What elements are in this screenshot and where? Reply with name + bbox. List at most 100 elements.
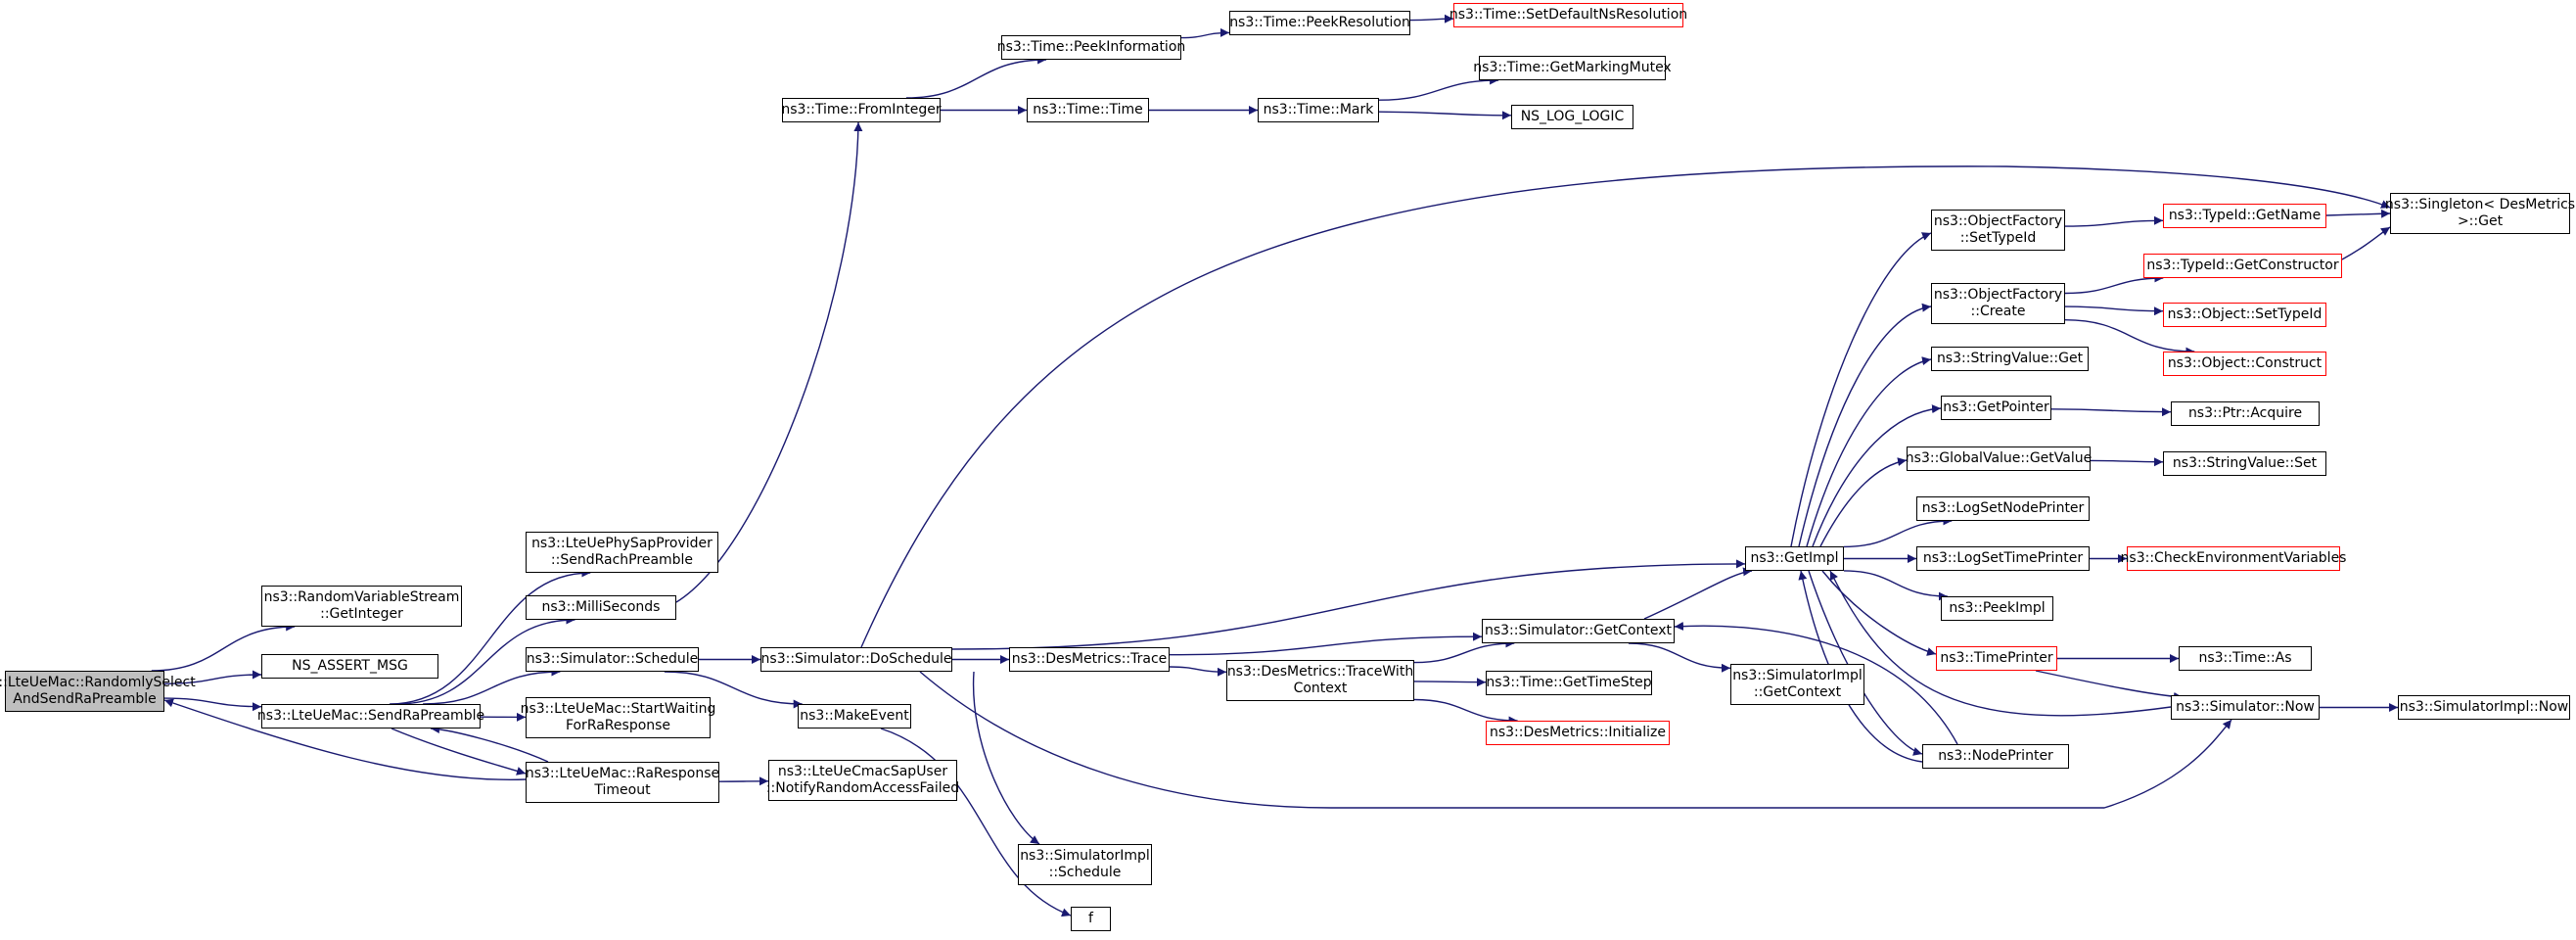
node-sendrach[interactable]: ns3::LteUePhySapProvider::SendRachPreamb… xyxy=(526,532,718,573)
node-time_mark[interactable]: ns3::Time::Mark xyxy=(1258,98,1379,122)
node-setdefns[interactable]: ns3::Time::SetDefaultNsResolution xyxy=(1449,3,1687,27)
node-typeid_getctor[interactable]: ns3::TypeId::GetConstructor xyxy=(2143,254,2342,278)
node-label: Context xyxy=(1293,681,1348,696)
node-label: ns3::Time::As xyxy=(2198,650,2292,666)
node-dm_trace[interactable]: ns3::DesMetrics::Trace xyxy=(1009,647,1170,672)
node-peekinfo[interactable]: ns3::Time::PeekInformation xyxy=(997,35,1185,60)
node-notifyrafailed[interactable]: ns3::LteUeCmacSapUser::NotifyRandomAcces… xyxy=(765,760,960,801)
node-doschedule[interactable]: ns3::Simulator::DoSchedule xyxy=(760,647,952,672)
node-label: ns3::TypeId::GetConstructor xyxy=(2146,258,2339,273)
node-rvs_getint[interactable]: ns3::RandomVariableStream::GetInteger xyxy=(261,586,462,627)
node-sim_getcontext[interactable]: ns3::Simulator::GetContext xyxy=(1482,619,1675,643)
node-label: ns3::TimePrinter xyxy=(1940,650,2053,666)
node-label: ns3::StringValue::Set xyxy=(2172,455,2318,471)
node-label: ns3::CheckEnvironmentVariables xyxy=(2120,550,2347,566)
node-time_time[interactable]: ns3::Time::Time xyxy=(1027,98,1149,122)
call-edge-dm_trace-to-sim_getcontext xyxy=(1169,632,1483,656)
call-edge-dm_trace-to-dm_tracewith xyxy=(1169,666,1227,677)
node-ns_assert_msg[interactable]: NS_ASSERT_MSG xyxy=(261,654,438,679)
node-label: ::SendRachPreamble xyxy=(550,552,694,568)
node-markingmutex[interactable]: ns3::Time::GetMarkingMutex xyxy=(1473,56,1672,80)
node-logsetnode[interactable]: ns3::LogSetNodePrinter xyxy=(1916,496,2090,521)
node-typeid_getname[interactable]: ns3::TypeId::GetName xyxy=(2163,204,2326,228)
node-sv_get[interactable]: ns3::StringValue::Get xyxy=(1931,347,2089,371)
call-edge-dm_tracewith-to-dm_init xyxy=(1413,698,1518,726)
node-sv_set[interactable]: ns3::StringValue::Set xyxy=(2163,451,2326,476)
call-edge-of_create-to-obj_construct xyxy=(2064,319,2195,356)
node-simimpl_getcontext[interactable]: ns3::SimulatorImpl::GetContext xyxy=(1730,664,1864,705)
node-milliseconds[interactable]: ns3::MilliSeconds xyxy=(526,595,676,620)
call-edge-peekinfo-to-peekres xyxy=(1180,27,1230,39)
node-getimpl[interactable]: ns3::GetImpl xyxy=(1745,546,1844,571)
node-peekimpl[interactable]: ns3::PeekImpl xyxy=(1941,596,2053,621)
node-label: ns3::MilliSeconds xyxy=(541,599,661,615)
call-edge-sim_getcontext-to-simimpl_getcontext xyxy=(1628,642,1731,673)
node-f[interactable]: f xyxy=(1071,907,1111,931)
node-label: ForRaResponse xyxy=(565,718,671,733)
node-label: ns3::DesMetrics::Trace xyxy=(1011,651,1168,667)
node-label: ::Create xyxy=(1970,304,2026,319)
node-checkenv[interactable]: ns3::CheckEnvironmentVariables xyxy=(2121,546,2346,571)
node-getpointer[interactable]: ns3::GetPointer xyxy=(1941,396,2051,420)
node-simimpl_schedule[interactable]: ns3::SimulatorImpl::Schedule xyxy=(1018,844,1152,885)
node-sim_schedule[interactable]: ns3::Simulator::Schedule xyxy=(526,647,699,672)
node-time_as[interactable]: ns3::Time::As xyxy=(2179,646,2312,671)
node-label: ns3::DesMetrics::Initialize xyxy=(1489,725,1667,740)
node-singleton_get[interactable]: ns3::Singleton< DesMetrics >::Get xyxy=(2385,193,2575,234)
node-simimpl_now[interactable]: ns3::SimulatorImpl::Now xyxy=(2398,695,2570,720)
call-edge-getimpl-to-sv_get xyxy=(1806,356,1932,547)
call-edge-doschedule-to-simimpl_schedule xyxy=(972,671,1040,845)
node-label: ns3::TypeId::GetName xyxy=(2168,208,2322,223)
call-edge-doschedule-to-singleton_get xyxy=(860,165,2391,648)
node-obj_settypeid[interactable]: ns3::Object::SetTypeId xyxy=(2163,303,2326,327)
call-edge-getimpl-to-nodeprinter xyxy=(1808,570,1923,756)
node-label: ns3::Time::Time xyxy=(1033,102,1143,118)
node-timeprinter[interactable]: ns3::TimePrinter xyxy=(1936,646,2057,671)
call-edge-sendrapreamble-to-milliseconds xyxy=(396,615,575,705)
node-obj_construct[interactable]: ns3::Object::Construct xyxy=(2163,352,2326,376)
call-edge-fromint-to-peekinfo xyxy=(905,55,1047,99)
node-label: NS_ASSERT_MSG xyxy=(292,658,408,674)
call-edge-of_create-to-obj_settypeid xyxy=(2064,306,2164,316)
call-edge-of_settypeid-to-typeid_getname xyxy=(2064,215,2164,227)
call-edge-root-to-ns_assert_msg xyxy=(163,670,262,684)
node-gettimestep[interactable]: ns3::Time::GetTimeStep xyxy=(1486,671,1652,695)
node-label: ns3::LteUePhySapProvider xyxy=(531,536,713,551)
call-edge-milliseconds-to-fromint xyxy=(675,121,863,603)
call-edge-raresponse-to-sendrapreamble xyxy=(430,724,549,763)
node-fromint[interactable]: ns3::Time::FromInteger xyxy=(781,98,942,122)
node-sim_now[interactable]: ns3::Simulator::Now xyxy=(2171,695,2320,720)
node-of_create[interactable]: ns3::ObjectFactory::Create xyxy=(1931,283,2065,324)
node-label: ns3::Time::GetTimeStep xyxy=(1486,675,1652,690)
node-ptr_acquire[interactable]: ns3::Ptr::Acquire xyxy=(2171,401,2320,426)
node-label: ns3::Time::PeekInformation xyxy=(996,39,1186,55)
node-label: ns3::Ptr::Acquire xyxy=(2187,405,2303,421)
node-label: ns3::StringValue::Get xyxy=(1936,351,2084,366)
node-label: ::NotifyRandomAccessFailed xyxy=(765,780,960,796)
node-ns_log_logic[interactable]: NS_LOG_LOGIC xyxy=(1511,105,1633,129)
node-label: ns3::SimulatorImpl xyxy=(1732,668,1863,683)
call-edge-sim_now-to-getimpl xyxy=(1829,570,2172,717)
node-label: >::Get xyxy=(2457,213,2504,229)
call-edge-getimpl-to-of_settypeid xyxy=(1790,232,1932,547)
node-label: ns3::LteUeMac::RandomlySelect xyxy=(0,675,196,690)
node-label: ns3::LteUeCmacSapUser xyxy=(777,764,948,779)
node-makeevent[interactable]: ns3::MakeEvent xyxy=(798,704,911,728)
call-edge-doschedule-to-getimpl xyxy=(951,559,1746,650)
call-edge-of_create-to-typeid_getctor xyxy=(2064,273,2164,295)
node-nodeprinter[interactable]: ns3::NodePrinter xyxy=(1922,744,2069,769)
node-label: ns3::Simulator::Now xyxy=(2176,699,2315,715)
node-sendrapreamble[interactable]: ns3::LteUeMac::SendRaPreamble xyxy=(257,704,484,728)
node-label: ns3::Time::FromInteger xyxy=(781,102,942,118)
node-logsettime[interactable]: ns3::LogSetTimePrinter xyxy=(1916,546,2090,571)
node-label: ns3::GetPointer xyxy=(1943,400,2049,415)
node-label: ::SetTypeId xyxy=(1959,230,2037,246)
call-edge-typeid_getctor-to-singleton_get xyxy=(2341,226,2391,260)
node-gv_getvalue[interactable]: ns3::GlobalValue::GetValue xyxy=(1906,446,2092,471)
node-dm_init[interactable]: ns3::DesMetrics::Initialize xyxy=(1486,721,1670,745)
node-peekres[interactable]: ns3::Time::PeekResolution xyxy=(1229,11,1410,35)
node-of_settypeid[interactable]: ns3::ObjectFactory::SetTypeId xyxy=(1931,210,2065,251)
